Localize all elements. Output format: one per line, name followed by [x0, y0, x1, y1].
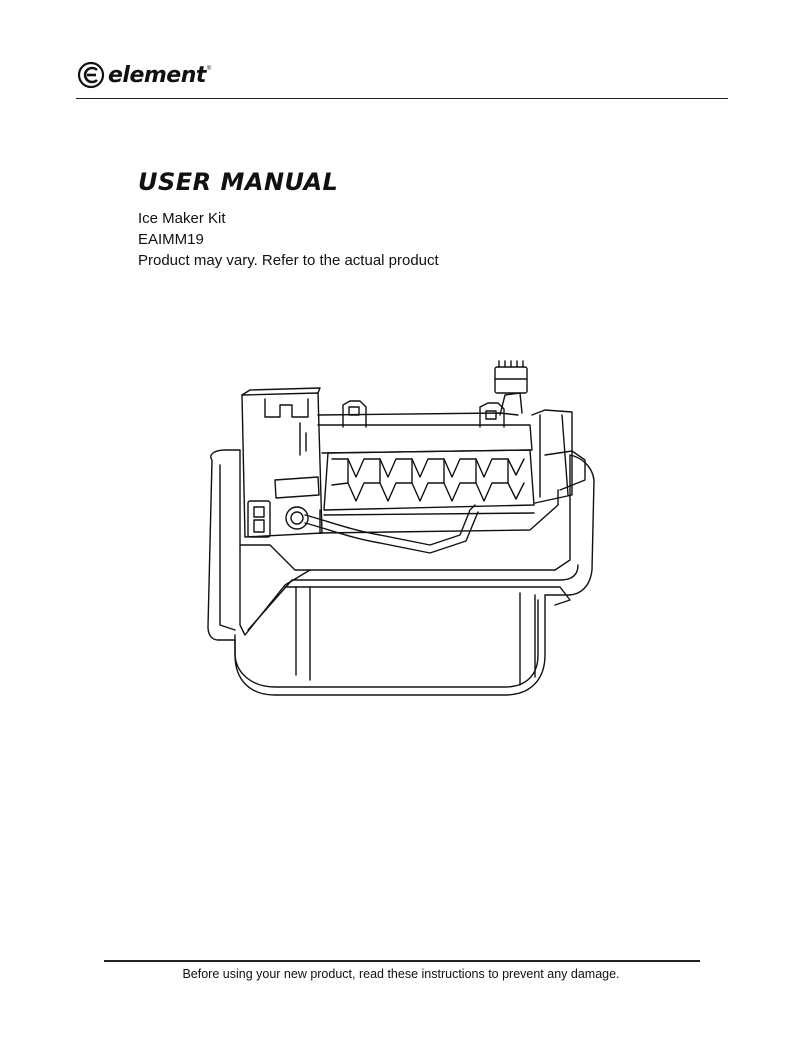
- header-divider: [76, 98, 728, 99]
- model-number: EAIMM19: [138, 231, 204, 248]
- registered-mark: ®: [206, 66, 212, 72]
- footer-divider: [104, 960, 700, 962]
- element-logo-icon: [77, 61, 105, 89]
- footer-notice: Before using your new product, read thes…: [182, 967, 620, 981]
- product-name: Ice Maker Kit: [138, 210, 226, 227]
- manual-title: USER MANUAL: [138, 168, 339, 196]
- brand-logo: element ®: [76, 58, 211, 92]
- product-disclaimer: Product may vary. Refer to the actual pr…: [138, 252, 439, 269]
- ice-maker-illustration: [207, 360, 595, 696]
- brand-name: element: [108, 62, 206, 88]
